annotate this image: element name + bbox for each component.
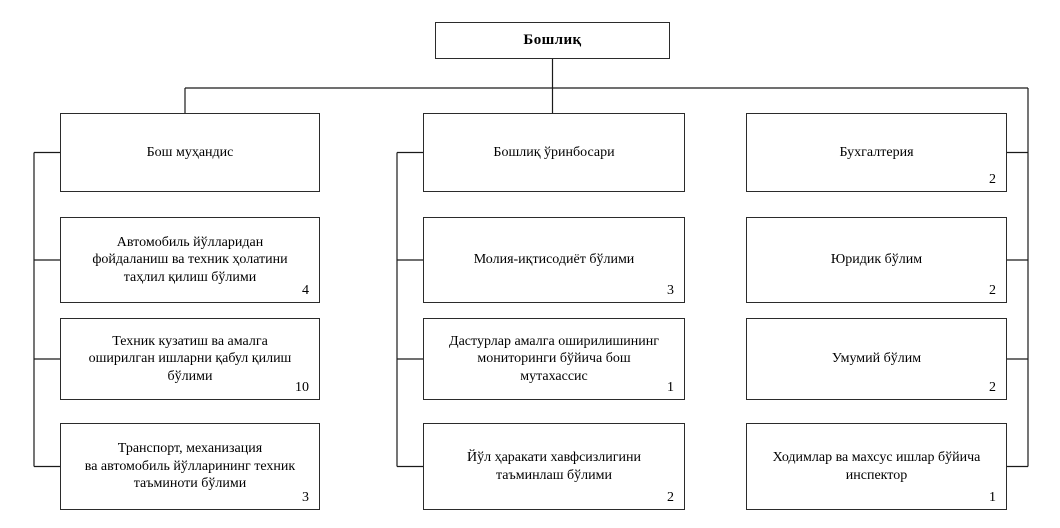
org-box-label: Умумий бўлим — [831, 351, 922, 367]
org-box-label: Бухгалтерия — [839, 144, 914, 160]
left-spine-line — [33, 151, 60, 468]
staff-count: 2 — [989, 172, 996, 188]
org-box-legal: Юридик бўлим 2 — [746, 217, 1007, 303]
staff-count: 1 — [667, 380, 674, 396]
staff-count: 2 — [989, 380, 996, 396]
staff-count: 3 — [667, 283, 674, 299]
org-box-road-safety: Йўл ҳаракати хавфсизлигини таъминлаш бўл… — [423, 423, 685, 510]
staff-count: 2 — [667, 490, 674, 506]
org-box-accounting: Бухгалтерия 2 — [746, 113, 1007, 192]
org-box-label: Молия-иқтисодиёт бўлими — [473, 252, 635, 268]
org-box-label: Ходимлар ва махсус ишлар бўйича инспекто… — [772, 449, 981, 483]
staff-count: 2 — [989, 283, 996, 299]
org-box-label: Бошлиқ — [523, 32, 582, 49]
org-box-program-monitoring: Дастурлар амалга оширилишининг мониторин… — [423, 318, 685, 400]
top-connector-line — [184, 59, 1028, 113]
org-box-hr-inspector: Ходимлар ва махсус ишлар бўйича инспекто… — [746, 423, 1007, 510]
org-box-road-use-analysis: Автомобиль йўлларидан фойдаланиш ва техн… — [60, 217, 320, 303]
org-box-label: Автомобиль йўлларидан фойдаланиш ва техн… — [92, 234, 288, 285]
org-box-label: Юридик бўлим — [830, 252, 923, 268]
org-box-label: Бошлиқ ўринбосари — [493, 144, 615, 160]
org-box-transport-mechanization: Транспорт, механизация ва автомобиль йўл… — [60, 423, 320, 510]
org-box-deputy-chief: Бошлиқ ўринбосари — [423, 113, 685, 192]
org-box-root: Бошлиқ — [435, 22, 670, 59]
org-box-chief-engineer: Бош муҳандис — [60, 113, 320, 192]
org-box-label: Йўл ҳаракати хавфсизлигини таъминлаш бўл… — [466, 449, 642, 483]
right-spine-line — [1007, 88, 1029, 468]
org-box-technical-supervision: Техник кузатиш ва амалга оширилган ишлар… — [60, 318, 320, 400]
staff-count: 4 — [302, 283, 309, 299]
org-box-label: Дастурлар амалга оширилишининг мониторин… — [449, 333, 659, 384]
org-box-general-department: Умумий бўлим 2 — [746, 318, 1007, 400]
staff-count: 1 — [989, 490, 996, 506]
org-box-label: Бош муҳандис — [146, 144, 234, 160]
org-box-label: Техник кузатиш ва амалга оширилган ишлар… — [88, 333, 292, 384]
org-box-finance-economics: Молия-иқтисодиёт бўлими 3 — [423, 217, 685, 303]
middle-spine-line — [396, 151, 423, 468]
staff-count: 10 — [295, 380, 309, 396]
staff-count: 3 — [302, 490, 309, 506]
org-box-label: Транспорт, механизация ва автомобиль йўл… — [84, 441, 296, 492]
